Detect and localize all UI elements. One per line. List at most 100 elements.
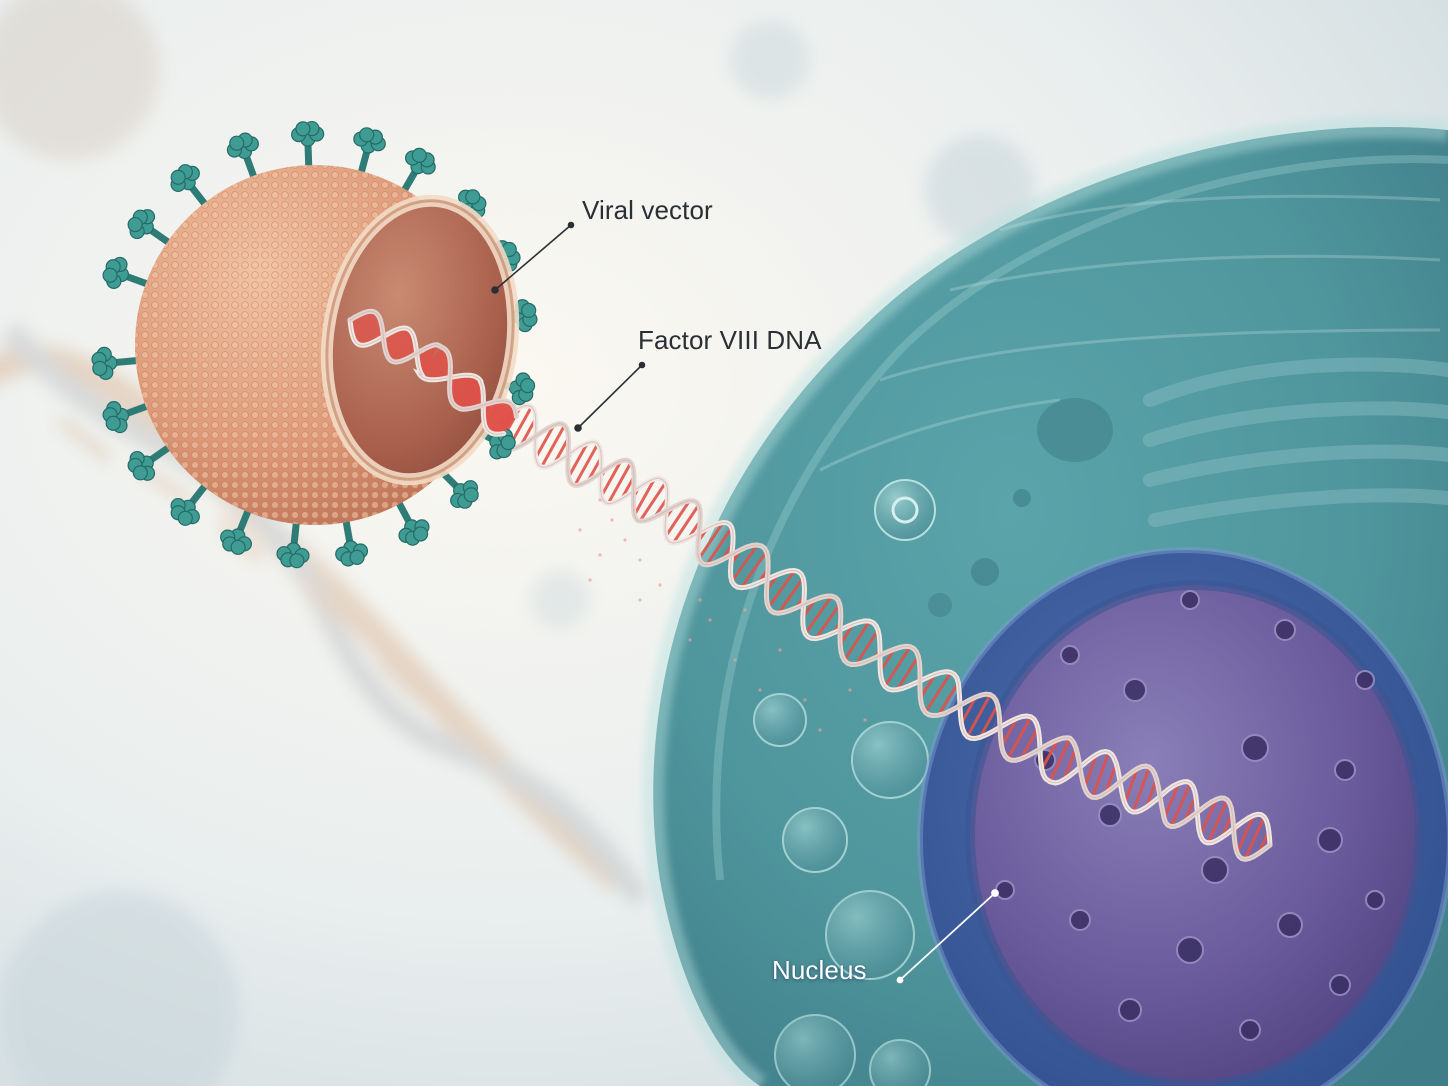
dna-base-pair xyxy=(697,521,725,560)
dna-base-pair xyxy=(418,345,434,371)
dna-base-pair xyxy=(418,346,444,376)
dna-base-pair xyxy=(359,312,378,346)
dna-base-pair xyxy=(730,544,759,583)
dna-base-pair xyxy=(394,330,413,363)
dna-base-pair xyxy=(1206,799,1229,844)
dna-base-pair xyxy=(519,418,537,447)
dna-base-pair xyxy=(420,348,447,378)
dna-base-pair xyxy=(449,374,472,400)
dna-base-pair xyxy=(664,499,691,537)
dna-base-pair xyxy=(600,460,623,497)
dna-base-pair xyxy=(883,645,912,688)
viral-vector xyxy=(91,120,538,569)
dna-base-pair xyxy=(1235,814,1256,854)
dna-base-pair xyxy=(633,478,656,516)
dna-base-pair xyxy=(453,377,480,407)
dna-base-pair xyxy=(854,629,880,666)
dna-base-pair xyxy=(1198,798,1218,836)
dna-base-pair xyxy=(1063,747,1078,780)
dna-base-pair xyxy=(455,378,482,408)
dna-base-pair xyxy=(767,569,796,609)
dna-base-pair xyxy=(485,400,510,431)
golgi-stack xyxy=(1143,357,1448,527)
dna-base-pair xyxy=(351,311,367,338)
dna-base-pair xyxy=(494,407,516,435)
dna-base-pair xyxy=(448,374,469,397)
dna-base-pair xyxy=(458,380,482,410)
dna-base-pair xyxy=(705,526,733,566)
dna-base-pair xyxy=(467,388,484,410)
dna-base-pair xyxy=(497,410,517,436)
dna-base-pair xyxy=(483,399,505,427)
dna-particles xyxy=(578,498,867,732)
dna-base-pair xyxy=(484,400,508,429)
dna-base-pair xyxy=(357,311,377,346)
factor-viii-dna xyxy=(467,384,1273,862)
dna-base-pair xyxy=(424,352,450,380)
dna-base-pair xyxy=(430,357,451,381)
dna-base-pair xyxy=(739,550,768,589)
dna-base-pair xyxy=(540,424,566,468)
dna-base-pair xyxy=(879,648,896,673)
dna-base-pair xyxy=(487,401,512,433)
dna-base-pair xyxy=(419,344,436,374)
dna-base-pair xyxy=(978,704,1000,739)
dna-base-pair xyxy=(388,327,408,361)
dna-base-pair xyxy=(1123,768,1139,804)
dna-base-pair xyxy=(672,504,700,544)
dna-base-pair xyxy=(1006,716,1033,760)
dna-base-pair xyxy=(491,405,515,435)
dna-base-pair xyxy=(567,442,589,478)
viral-vector-pointer xyxy=(494,224,572,291)
dna-base-pair xyxy=(352,310,370,341)
dna-base-pair xyxy=(1040,739,1060,770)
dna-base-pair xyxy=(450,374,475,403)
dna-base-pair xyxy=(399,335,415,362)
dna-base-pair xyxy=(366,318,382,346)
dna-base-pair xyxy=(804,595,833,635)
capsid-spikes xyxy=(91,120,538,569)
dna-base-pair xyxy=(361,314,380,346)
dna-base-pair xyxy=(1083,754,1098,789)
dna-base-pair xyxy=(1162,782,1181,819)
dna-base-pair xyxy=(1019,727,1040,760)
dna-base-pair xyxy=(606,461,633,505)
dna-base-pair xyxy=(1048,737,1072,783)
dna-base-pair xyxy=(463,385,484,411)
dna-base-pair xyxy=(1000,717,1019,747)
vesicles xyxy=(753,479,1031,1086)
dna-base-pair xyxy=(387,327,406,359)
dna-base-pair xyxy=(1243,816,1266,860)
label-factor-viii-dna: Factor VIII DNA xyxy=(638,325,822,355)
nucleus-callout-line xyxy=(896,889,999,984)
dna-base-pair xyxy=(390,328,410,362)
label-viral-vector: Viral vector xyxy=(582,195,713,225)
dna-base-pair xyxy=(924,671,953,714)
dna-base-pair xyxy=(433,360,452,381)
dna-base-pair xyxy=(1131,766,1151,813)
dna-base-pair xyxy=(1144,778,1158,808)
dna-base-pair xyxy=(451,375,478,405)
dna-base-pair xyxy=(461,382,483,411)
dna-base-pair xyxy=(960,696,978,725)
dna-base-pair xyxy=(385,328,400,355)
dna-base-pair xyxy=(638,481,667,522)
dna-base-pair xyxy=(1169,782,1192,828)
callout-lines xyxy=(491,221,646,432)
dna-base-pair xyxy=(500,413,518,435)
dna-base-pair xyxy=(363,316,381,346)
dna-base-pair xyxy=(392,329,411,363)
dna-base-pair xyxy=(966,694,992,738)
dna-pointer xyxy=(577,364,643,429)
dna-base-pair xyxy=(814,603,841,640)
dna-base-pair xyxy=(427,354,451,381)
dna-base-pair xyxy=(937,681,960,716)
dna-base-pair xyxy=(482,400,502,424)
dna-base-pair xyxy=(777,577,805,615)
dna-base-pair xyxy=(843,620,871,662)
label-nucleus: Nucleus xyxy=(772,955,867,985)
dna-base-pair xyxy=(534,424,556,459)
organelle xyxy=(1037,398,1113,462)
